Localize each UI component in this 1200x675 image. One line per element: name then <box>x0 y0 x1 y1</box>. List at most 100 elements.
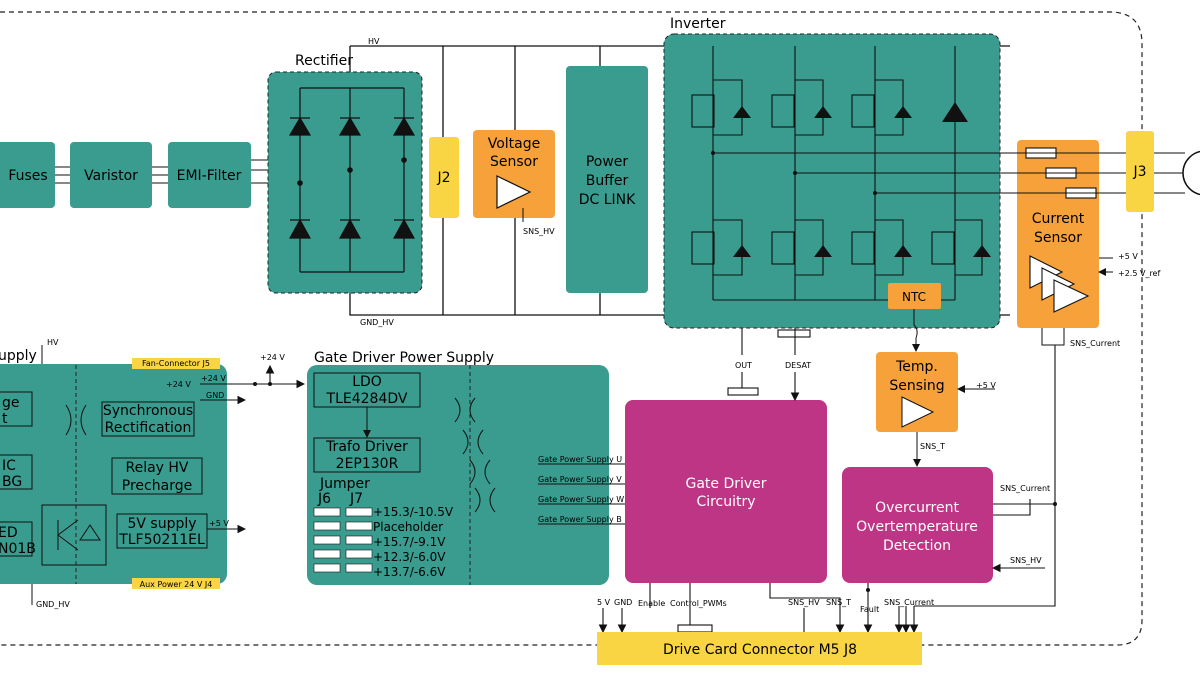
sync-rect-block <box>101 401 195 437</box>
outer-frame <box>0 11 1143 646</box>
fivev-block <box>116 513 208 549</box>
ldo-line2: TLE4284DV <box>326 391 408 407</box>
p24v-label-2: +24 V <box>201 374 226 383</box>
enable-label: Enable <box>638 599 665 608</box>
voltage-sensor-block <box>473 130 555 218</box>
temp-sensing-block <box>876 352 958 432</box>
oc-line2: Overtemperature <box>856 519 978 535</box>
power-buffer-block <box>566 66 648 293</box>
jumper-pins <box>313 507 373 573</box>
left-partial-1a: ge <box>2 395 20 411</box>
transformer-icons <box>454 397 496 513</box>
jumper-label: Jumper <box>319 476 370 492</box>
gdc-line1: Gate Driver <box>685 476 766 492</box>
rectifier-bridge <box>288 87 416 273</box>
sync-rect-line1: Synchronous <box>103 403 193 419</box>
overcurrent-block <box>842 467 993 583</box>
p5v-label-ts: +5 V <box>976 381 996 390</box>
gps-b-label: Gate Power Supply B <box>538 515 622 524</box>
sns-current-label-1: SNS_Current <box>1070 339 1120 348</box>
left-partial-3a: ED <box>0 525 18 541</box>
fivev-line1: 5V supply <box>127 516 196 532</box>
j7-label: J7 <box>349 491 363 507</box>
relay-block <box>111 457 203 495</box>
voltage-sensor-line2: Sensor <box>490 154 538 170</box>
oc-line1: Overcurrent <box>875 500 959 516</box>
gps-w-label: Gate Power Supply W <box>538 495 624 504</box>
current-opamp-icons <box>1029 255 1090 313</box>
relay-line2: Precharge <box>122 478 192 494</box>
gps-u-label: Gate Power Supply U <box>538 455 622 464</box>
left-partial-2b: BG <box>2 474 22 490</box>
jumper-option-4: +12.3/-6.0V <box>373 550 446 564</box>
sns-hv-label-3: SNS_HV <box>788 598 820 607</box>
aux-supply-block <box>0 364 227 584</box>
temp-sensing-line1: Temp. <box>895 359 938 375</box>
sns-hv-label-1: SNS_HV <box>523 227 555 236</box>
ldo-line1: LDO <box>352 374 382 390</box>
j2-connector <box>429 137 459 218</box>
oc-line3: Detection <box>883 538 951 554</box>
power-buffer-line1: Power <box>586 154 629 170</box>
emi-filter-label: EMI-Filter <box>177 168 242 184</box>
temp-sensing-line2: Sensing <box>889 378 944 394</box>
left-partial-1b: t <box>2 411 8 427</box>
jumper-option-3: +15.7/-9.1V <box>373 535 446 549</box>
current-sensor-line2: Sensor <box>1034 230 1082 246</box>
j3-label: J3 <box>1132 164 1146 180</box>
jumper-option-2: Placeholder <box>373 520 443 534</box>
fuses-block <box>0 142 55 208</box>
gnd-label-2: GND <box>614 598 632 607</box>
temp-opamp-icon <box>901 396 935 428</box>
sns-hv-label-2: SNS_HV <box>1010 556 1042 565</box>
supply-title: upply <box>0 348 37 364</box>
fuses-label: Fuses <box>8 168 47 184</box>
sns-current-label-2: SNS_Current <box>1000 484 1050 493</box>
control-pwms-label: Control_PWMs <box>670 599 727 608</box>
sns-t-label-2: SNS_T <box>826 598 851 607</box>
sns-t-label-1: SNS_T <box>920 442 945 451</box>
current-sensor-line1: Current <box>1032 211 1085 227</box>
drive-card-connector-label: Drive Card Connector M5 J8 <box>663 642 857 658</box>
sns-current-label-3: SNS_Current <box>884 598 934 607</box>
voltage-opamp-icon <box>496 175 532 209</box>
jumper-option-1: +15.3/-10.5V <box>373 505 454 519</box>
gdc-line2: Circuitry <box>696 494 755 510</box>
rectifier-title: Rectifier <box>295 53 353 69</box>
p24v-label-3: +24 V <box>260 353 285 362</box>
gdps-title: Gate Driver Power Supply <box>314 350 494 366</box>
gate-driver-circuitry-block <box>625 400 827 583</box>
varistor-label: Varistor <box>84 168 138 184</box>
hv-label: HV <box>368 37 380 46</box>
ntc-block <box>888 283 941 309</box>
power-buffer-line3: DC LINK <box>579 192 636 208</box>
j6-label: J6 <box>317 491 331 507</box>
desat-label: DESAT <box>785 361 811 370</box>
fault-label: Fault <box>860 605 879 614</box>
v5-label: 5 V <box>597 598 611 607</box>
hv-label-2: HV <box>47 338 59 347</box>
gnd-hv-label-2: GND_HV <box>36 600 70 609</box>
aux-power-label: Aux Power 24 V J4 <box>140 580 213 589</box>
drive-card-connector <box>597 632 922 665</box>
left-partial-2a: IC <box>2 458 16 474</box>
trafo-driver-block <box>313 437 421 473</box>
fan-connector-label: Fan-Connector J5 <box>142 359 210 368</box>
inverter-block <box>663 33 1001 329</box>
out-label: OUT <box>735 361 752 370</box>
voltage-sensor-line1: Voltage <box>488 136 541 152</box>
fivev-line2: TLF50211EL <box>118 532 205 548</box>
sync-rect-line2: Rectification <box>105 420 192 436</box>
trafo-line1: Trafo Driver <box>325 439 408 455</box>
optocoupler-icon <box>41 504 107 566</box>
p5v-label-left: +5 V <box>209 519 229 528</box>
j2-label: J2 <box>436 170 450 186</box>
rectifier-block <box>267 71 423 294</box>
fan-connector-j5 <box>132 358 220 369</box>
j3-connector <box>1126 131 1154 212</box>
motor-icon <box>1182 150 1200 196</box>
varistor-block <box>70 142 152 208</box>
power-buffer-line2: Buffer <box>586 173 629 189</box>
p5v-label-cs: +5 V <box>1118 252 1138 261</box>
